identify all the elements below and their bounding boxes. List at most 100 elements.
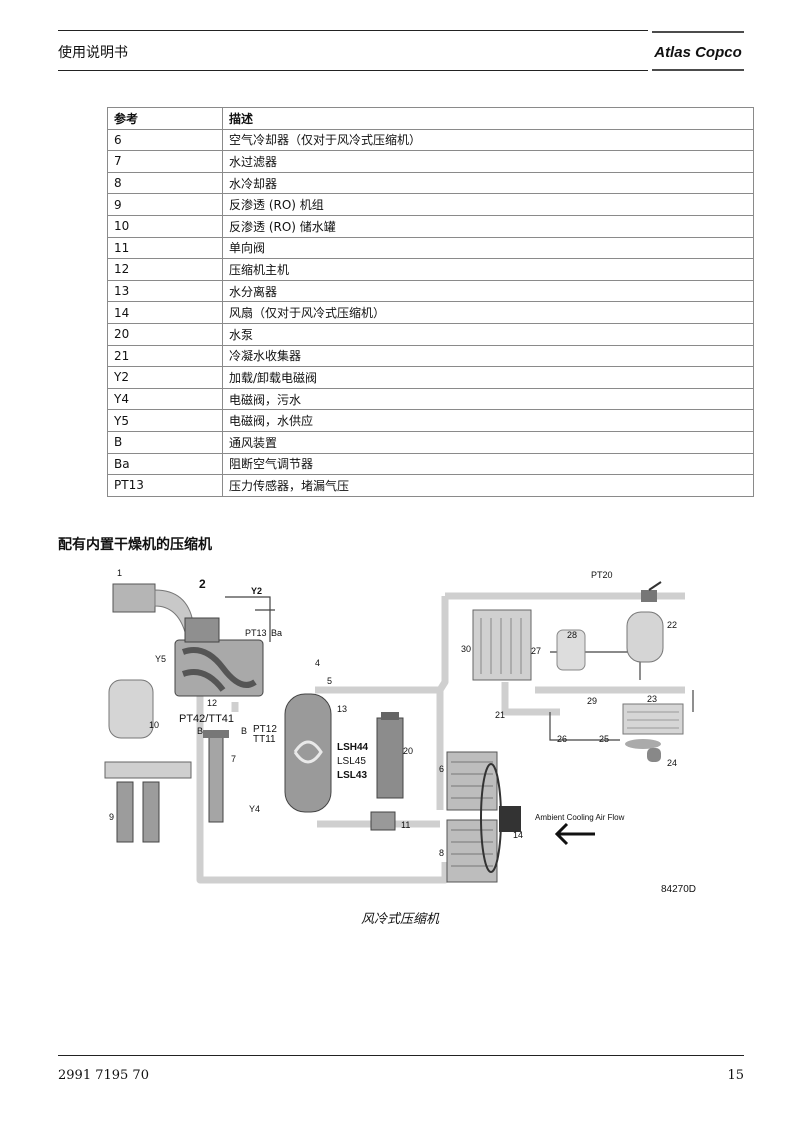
label-pt12: PT12 (253, 724, 277, 735)
label-8: 8 (439, 848, 444, 858)
condenser-fan (625, 739, 661, 762)
condenser-coil (622, 703, 684, 735)
label-14: 14 (513, 830, 523, 840)
table-header-row: 参考 描述 (107, 107, 754, 130)
svg-text:Atlas Copco: Atlas Copco (653, 44, 742, 61)
column-header-desc: 描述 (222, 107, 754, 130)
label-figure-code: 84270D (661, 884, 696, 895)
cell-desc: 风扇（仅对于风冷式压缩机） (222, 301, 754, 324)
label-ambient-air: Ambient Cooling Air Flow (535, 813, 625, 822)
cell-desc: 电磁阀，水供应 (222, 409, 754, 432)
cell-desc: 水泵 (222, 322, 754, 346)
compressor-flow-diagram: 1 2 Y2 PT13 Ba Y5 4 5 10 12 PT42/TT41 PT… (104, 568, 696, 895)
cell-desc: 水冷却器 (222, 171, 754, 195)
cell-desc: 加载/卸载电磁阀 (222, 366, 754, 389)
label-29: 29 (587, 696, 597, 706)
label-lsh44: LSH44 (337, 742, 369, 753)
footer-rule (58, 1055, 744, 1056)
label-25: 25 (599, 734, 609, 744)
cell-ref: 13 (107, 279, 223, 303)
header-rule-top (58, 30, 648, 31)
label-b-left: B (197, 726, 203, 736)
cell-ref: Y4 (107, 387, 223, 411)
cell-ref: 12 (107, 258, 223, 281)
air-receiver (626, 611, 664, 663)
label-20: 20 (403, 746, 413, 756)
label-27: 27 (531, 646, 541, 656)
label-pt13: PT13 (245, 628, 267, 638)
cell-desc: 单向阀 (222, 236, 754, 260)
label-22: 22 (667, 620, 677, 630)
column-header-ref: 参考 (107, 107, 223, 130)
cell-ref: 9 (107, 193, 223, 216)
cell-desc: 电磁阀，污水 (222, 387, 754, 411)
dryer-heat-exchanger (472, 609, 532, 681)
cell-ref: 8 (107, 171, 223, 195)
section-heading: 配有内置干燥机的压缩机 (58, 537, 212, 553)
cell-desc: 压缩机主机 (222, 258, 754, 281)
cell-desc: 反渗透 (RO) 储水罐 (222, 214, 754, 238)
label-4: 4 (315, 658, 320, 668)
air-cooler (446, 751, 498, 811)
fan (480, 763, 521, 873)
header-rule-bottom (58, 70, 648, 71)
cell-ref: 21 (107, 344, 223, 368)
ambient-air-arrow (554, 822, 595, 846)
cell-ref: Y2 (107, 366, 223, 389)
cell-ref: 11 (107, 236, 223, 260)
cell-ref: 6 (107, 128, 223, 152)
cell-ref: 20 (107, 322, 223, 346)
cell-ref: PT13 (107, 474, 223, 497)
label-6: 6 (439, 764, 444, 774)
label-21: 21 (495, 710, 505, 720)
label-12: 12 (207, 698, 217, 708)
label-y2: Y2 (251, 586, 262, 596)
label-7: 7 (231, 754, 236, 764)
label-26: 26 (557, 734, 567, 744)
air-inlet-filter (112, 583, 194, 634)
water-cooler (446, 819, 498, 883)
cell-desc: 反渗透 (RO) 机组 (222, 193, 754, 216)
cell-desc: 通风装置 (222, 430, 754, 454)
label-13: 13 (337, 704, 347, 714)
label-y5: Y5 (155, 654, 166, 664)
label-28: 28 (567, 630, 577, 640)
check-valve (370, 811, 396, 831)
label-ba: Ba (271, 628, 282, 638)
label-tt11: TT11 (253, 734, 276, 745)
label-pt42: PT42/TT41 (179, 713, 234, 725)
water-separator (284, 693, 332, 813)
label-9: 9 (109, 812, 114, 822)
figure-caption: 风冷式压缩机 (360, 912, 439, 927)
cell-desc: 压力传感器，堵漏气压 (222, 474, 754, 497)
ball-valve-pt20 (641, 581, 662, 602)
label-5: 5 (327, 676, 332, 686)
ro-unit (104, 761, 192, 843)
label-24: 24 (667, 758, 677, 768)
dryer-separator (556, 629, 586, 671)
label-23: 23 (647, 694, 657, 704)
cell-ref: 10 (107, 214, 223, 238)
label-2: 2 (199, 577, 206, 591)
cell-ref: 14 (107, 301, 223, 324)
cell-desc: 空气冷却器（仅对于风冷式压缩机） (222, 128, 754, 152)
document-number: 2991 7195 70 (58, 1068, 149, 1083)
label-y4: Y4 (249, 804, 260, 814)
label-1: 1 (117, 568, 122, 578)
water-filter (203, 730, 229, 823)
cell-desc: 水分离器 (222, 279, 754, 303)
